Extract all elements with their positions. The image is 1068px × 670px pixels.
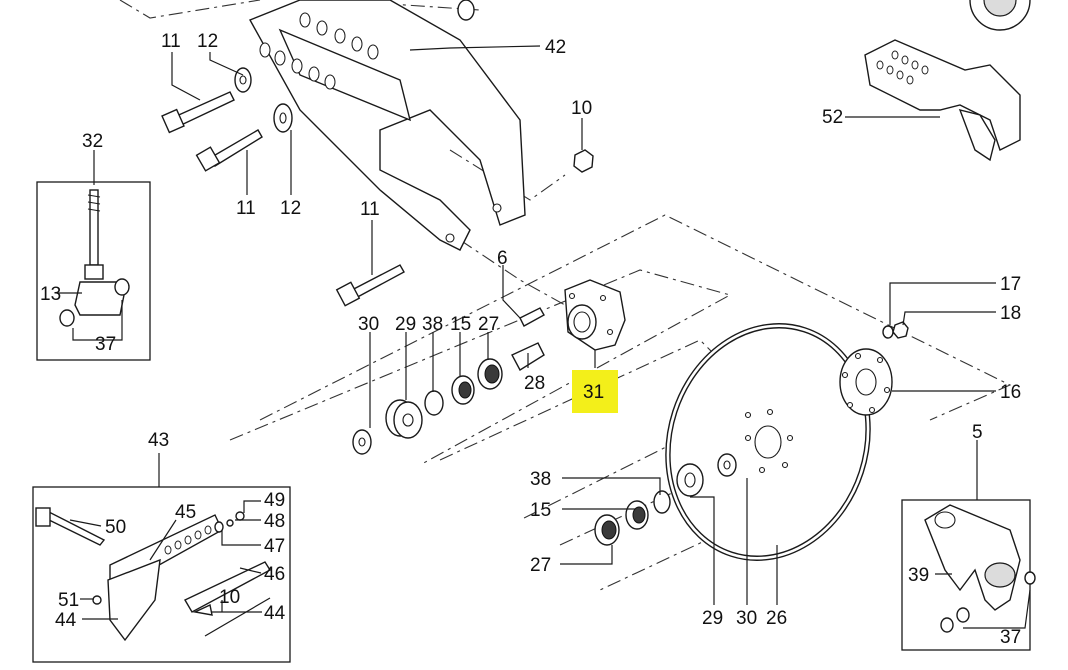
callout-13: 13 — [40, 284, 61, 305]
callout-highlight — [572, 370, 618, 413]
callout-5: 5 — [972, 422, 983, 443]
callout-11: 11 — [236, 198, 256, 219]
callout-37: 37 — [1000, 627, 1021, 648]
callout-38: 38 — [422, 314, 443, 335]
callout-49: 49 — [264, 490, 285, 511]
callout-32: 32 — [82, 131, 103, 152]
detail-box-43 — [32, 486, 291, 663]
callout-30: 30 — [736, 608, 757, 629]
callout-11: 11 — [161, 31, 181, 52]
callout-15: 15 — [530, 500, 551, 521]
callout-44: 44 — [264, 603, 286, 624]
callout-10: 10 — [219, 587, 240, 608]
hub-components — [352, 279, 626, 455]
callout-10: 10 — [571, 98, 592, 119]
callout-28: 28 — [524, 373, 545, 394]
callout-27: 27 — [530, 555, 551, 576]
callout-51: 51 — [58, 590, 79, 611]
callout-46: 46 — [264, 564, 285, 585]
callout-12: 12 — [280, 198, 301, 219]
callout-15: 15 — [450, 314, 471, 335]
callout-18: 18 — [1000, 303, 1021, 324]
callout-52: 52 — [822, 107, 843, 128]
callout-31: 31 — [583, 382, 604, 403]
callout-11: 11 — [360, 199, 380, 220]
callout-47: 47 — [264, 536, 285, 557]
callout-6: 6 — [497, 248, 508, 269]
callout-labels: 42 11 12 11 12 11 10 52 32 13 37 6 30 29… — [40, 31, 1021, 648]
callout-37: 37 — [95, 334, 116, 355]
leader-lines — [57, 45, 1031, 629]
callout-42: 42 — [545, 37, 566, 58]
frame-arm-52 — [864, 39, 1021, 162]
callout-17: 17 — [1000, 274, 1021, 295]
callout-29: 29 — [702, 608, 723, 629]
callout-48: 48 — [264, 511, 285, 532]
callout-26: 26 — [766, 608, 787, 629]
detail-box-32 — [36, 181, 151, 361]
callout-27: 27 — [478, 314, 499, 335]
detail-box-5 — [901, 499, 1036, 651]
callout-39: 39 — [908, 565, 929, 586]
callout-50: 50 — [105, 517, 126, 538]
callout-44: 44 — [55, 610, 77, 631]
frame-arm-assembly — [161, 0, 1031, 307]
flange-plate — [839, 321, 909, 416]
coulter-disc — [594, 323, 871, 561]
callout-12: 12 — [197, 31, 218, 52]
callout-16: 16 — [1000, 382, 1021, 403]
callout-30: 30 — [358, 314, 379, 335]
callout-29: 29 — [395, 314, 416, 335]
callout-38: 38 — [530, 469, 551, 490]
callout-43: 43 — [148, 430, 169, 451]
callout-45: 45 — [175, 502, 196, 523]
